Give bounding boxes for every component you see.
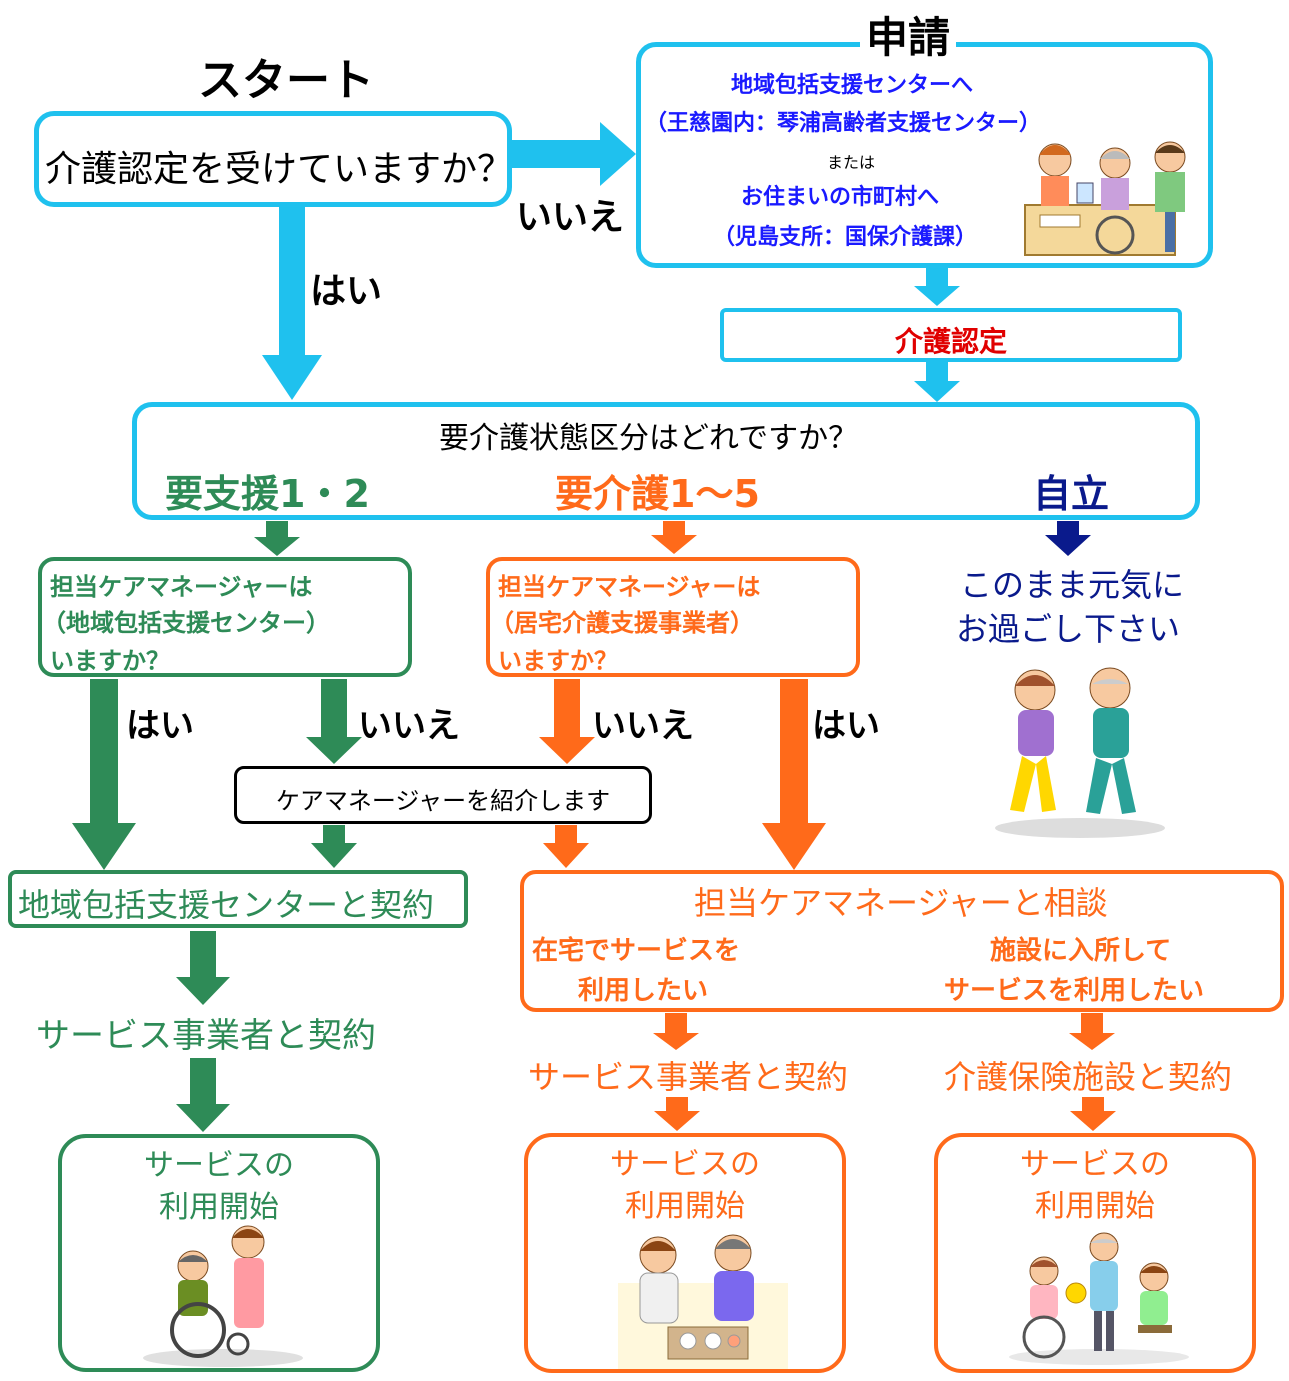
support-yes-label: はい [126,706,194,746]
q2-question: 要介護状態区分はどれですか？ [439,421,859,456]
care-facility-contract: 介護保険施設と契約 [944,1058,1233,1096]
introduce-label: ケアマネージャーを紹介します [275,787,611,815]
center-contract-label: 地域包括支援センターと契約 [18,886,435,924]
center-contract-box: 地域包括支援センターと契約 [8,870,468,928]
certification-box: 介護認定 [720,308,1182,362]
consult-facility-line1: 施設に入所して [990,936,1172,966]
arrow-introduce-consult [543,825,589,868]
care-home-start-box: サービスの 利用開始 [524,1133,846,1373]
support-start-box: サービスの 利用開始 [58,1134,380,1372]
care-facility-start-line1: サービスの [1020,1147,1170,1182]
care-q-line2: （居宅介護支援事業者） [490,609,754,637]
arrow-support-no [306,679,362,764]
q2-support: 要支援1・2 [165,472,370,516]
arrow-support-yes [72,679,136,870]
q1-box: 介護認定を受けていますか？ [34,111,514,207]
consult-facility-line2: サービスを利用したい [944,976,1205,1006]
q2-care: 要介護1～5 [555,472,760,516]
support-q-line2: （地域包括支援センター） [42,609,330,637]
care-provider-contract: サービス事業者と契約 [528,1058,849,1096]
arrow-q1-no [512,122,636,186]
arrow-q2-care [651,521,697,554]
arrow-provider-start-green [176,1058,230,1132]
support-provider-contract: サービス事業者と契約 [36,1016,376,1056]
apply-title: 申請 [860,4,957,65]
care-home-start-line2: 利用開始 [625,1189,745,1224]
support-start-line2: 利用開始 [159,1190,279,1225]
consult-box: 担当ケアマネージャーと相談 在宅でサービスを 利用したい 施設に入所して サービ… [520,870,1284,1012]
care-q-line1: 担当ケアマネージャーは [498,573,761,601]
consult-label: 担当ケアマネージャーと相談 [694,884,1108,922]
arrow-facility-start [1070,1097,1116,1131]
arrow-q2-support [254,521,300,556]
arrow-center-provider [176,931,230,1005]
independent-line2: お過ごし下さい [956,610,1181,648]
independent-line1: このまま元気に [960,566,1185,604]
support-start-line1: サービスの [144,1148,294,1183]
facility-residents-icon [1009,1232,1189,1365]
arrow-introduce-center [311,825,357,868]
apply-box: 地域包括支援センターへ （王慈園内：琴浦高齢者支援センター） または お住まいの… [636,42,1213,268]
q1-yes-label: はい [310,271,383,312]
apply-line3: お住まいの市町村へ [741,185,940,210]
q2-independent: 自立 [1033,472,1110,516]
certification-label: 介護認定 [894,325,1007,358]
consult-home-line1: 在宅でサービスを [532,936,741,966]
apply-line4: （児島支所：国保介護課） [713,225,978,250]
arrow-q1-yes [262,205,322,400]
walking-couple-icon [995,667,1165,838]
care-yes-label: はい [812,706,880,746]
q1-no-label: いいえ [516,197,625,238]
care-q-line3: いますか？ [498,647,618,675]
arrow-provider-start-orange [654,1097,700,1131]
care-question-box: 担当ケアマネージャーは （居宅介護支援事業者） いますか？ [486,557,860,677]
apply-or: または [827,153,876,172]
q1-question: 介護認定を受けていますか？ [45,149,514,190]
support-q-line1: 担当ケアマネージャーは [50,573,313,601]
reception-desk-icon [1024,141,1186,256]
support-q-line3: いますか？ [50,647,170,675]
apply-line1: 地域包括支援センターへ [731,73,974,98]
arrow-care-no [539,679,595,764]
arrow-q2-independent [1045,521,1091,556]
meal-assistance-icon [618,1234,788,1369]
start-label: スタート [198,55,374,106]
arrow-consult-provider [653,1013,699,1050]
support-question-box: 担当ケアマネージャーは （地域包括支援センター） いますか？ [38,557,412,677]
wheelchair-caregiver-icon [143,1225,303,1367]
introduce-box: ケアマネージャーを紹介します [234,766,652,824]
consult-home-line2: 利用したい [578,976,709,1006]
arrow-consult-facility [1069,1013,1115,1050]
apply-line2: （王慈園内：琴浦高齢者支援センター） [645,111,1042,136]
arrow-apply-certification [914,266,960,306]
arrow-certification-q2 [914,361,960,402]
support-no-label: いいえ [358,706,460,746]
care-no-label: いいえ [592,706,694,746]
care-facility-start-box: サービスの 利用開始 [934,1133,1256,1373]
q2-box: 要介護状態区分はどれですか？ 要支援1・2 要介護1～5 自立 [132,402,1200,520]
care-home-start-line1: サービスの [610,1147,760,1182]
care-facility-start-line2: 利用開始 [1035,1189,1155,1224]
arrow-care-yes [762,679,826,870]
